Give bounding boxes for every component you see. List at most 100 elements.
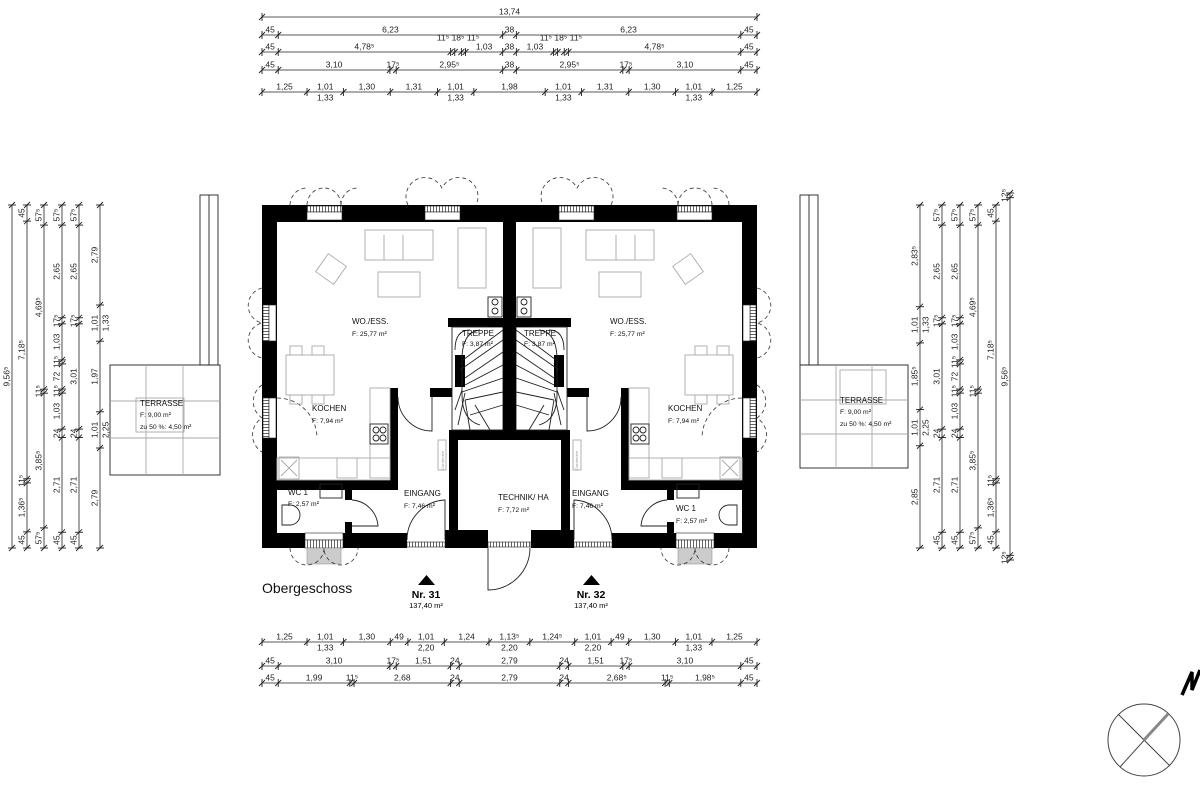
dimension-label: 45 [986,535,996,545]
dimension-label: 11⁵ [540,33,552,43]
dimension-label: 24 [559,656,569,666]
dimension-label: 7,18⁵ [17,340,27,360]
dimension-label: 4,78⁵ [645,42,665,52]
dimension-sublabel: 2,20 [585,643,602,653]
room-area-terrace-right: F: 9,00 m² [840,409,872,416]
dimension-label: 1,30 [359,82,376,92]
dimension-label: 1,01 [910,316,920,333]
room-labels: WO./ESS. F: 25,77 m² TREPPE F: 3,87 m² K… [140,317,892,525]
room-name-wc-right: WC 1 [676,504,697,513]
dimension-label: 1,03 [52,333,62,350]
dimension-label: 1,99 [306,673,323,683]
room-name-living-left: WO./ESS. [352,317,388,326]
dimension-chain: 13,74 [258,7,761,21]
dimension-sublabel: 1,33 [101,315,111,332]
room-share-terrace-right: zu 50 %: 4,50 m² [840,421,892,428]
dimension-label: 24 [450,673,460,683]
dimension-label: 1,31 [406,82,423,92]
dimension-label: 45 [950,535,960,545]
dimension-label: 7,18⁵ [986,340,996,360]
dimension-label: 57⁵ [968,209,978,222]
dimension-label: 1,30 [359,632,376,642]
dimension-label: 17⁵ [619,656,632,666]
dimension-label: 1,31 [597,82,614,92]
room-name-living-right: WO./ESS. [610,317,646,326]
dimension-label: 17⁵ [932,314,942,327]
dimension-label: 3,10 [677,656,694,666]
dimension-label: 72 [52,372,62,382]
dimension-sublabel: 2,25 [921,419,931,436]
room-name-wc-left: WC 1 [288,488,309,497]
dimension-sublabel: 1,33 [686,643,703,653]
dimension-label: 18⁵ [554,33,567,43]
dimension-label: 1,30 [644,632,661,642]
dimension-label: 1,24⁵ [542,632,562,642]
dimension-label: 11⁵ [950,385,960,397]
dimension-label: 1,03 [52,403,62,420]
dimension-label: 45 [265,25,275,35]
dimension-sublabel: 2,20 [418,643,435,653]
dimension-label: 1,25 [276,82,293,92]
dimension-label: 45 [265,42,275,52]
dimension-label: 24 [52,428,62,438]
unit-area-32: 137,40 m² [574,601,608,610]
dimension-label: 45 [744,42,754,52]
dimension-label: 2,65 [950,263,960,280]
dimension-label: 72 [950,372,960,382]
dimension-label: 13,74 [499,7,521,17]
dimension-label: 38 [505,60,515,70]
dimension-label: 1,01 [910,419,920,436]
room-area-kitchen-left: F: 7,94 m² [312,418,344,425]
dimension-sublabel: 2,25 [101,421,111,438]
dimension-label: 17⁵ [52,314,62,327]
dimension-label: 11⁵ [570,33,582,43]
dimension-label: 2,68⁵ [607,673,627,683]
dimension-label: 24 [950,428,960,438]
dimension-label: 9,56⁵ [1000,366,1010,386]
room-area-wc-left: F: 2,57 m² [288,501,320,508]
dimension-chain: 9,56⁵ [2,201,16,552]
dimension-label: 1,51 [587,656,604,666]
dimension-sublabel: 1,33 [447,93,464,103]
dimension-label: 57⁵ [69,209,79,222]
room-name-entrance-left: EINGANG [404,489,441,498]
dimension-label: 1,01 [555,82,572,92]
dimension-label: 24 [932,428,942,438]
dimension-label: 11⁵ [17,475,27,487]
dimension-label: 4,69⁵ [34,297,44,317]
dimension-label: 1,24 [458,632,475,642]
dimension-label: 11⁵ [52,385,62,397]
dimension-label: 45 [52,535,62,545]
dimension-label: 4,78⁵ [354,42,374,52]
dimension-label: 1,01 [317,82,334,92]
dimension-label: 45 [744,656,754,666]
dimension-label: 1,97 [90,368,100,385]
dimension-label: 57⁵ [968,531,978,544]
dimension-label: 2,79 [90,489,100,506]
dimension-label: 1,01 [686,82,703,92]
room-area-living-right: F: 25,77 m² [610,331,645,338]
dimension-label: 2,79 [501,673,518,683]
dimension-label: 11⁵ [968,385,978,397]
terrace-left [109,194,221,476]
dimension-label: 4,69⁵ [968,297,978,317]
dimension-sublabel: 2,20 [501,643,518,653]
dimension-label: 45 [17,208,27,218]
dimension-label: 1,13⁵ [499,632,519,642]
room-area-wc-right: F: 2,57 m² [676,518,708,525]
wardrobe-label-left: Garderobe [440,450,445,470]
dimension-label: 2,71 [52,476,62,493]
dimension-label: 45 [265,673,275,683]
dimension-label: 1,01 [418,632,435,642]
room-area-living-left: F: 25,77 m² [352,331,387,338]
dimension-label: 57⁵ [52,209,62,222]
